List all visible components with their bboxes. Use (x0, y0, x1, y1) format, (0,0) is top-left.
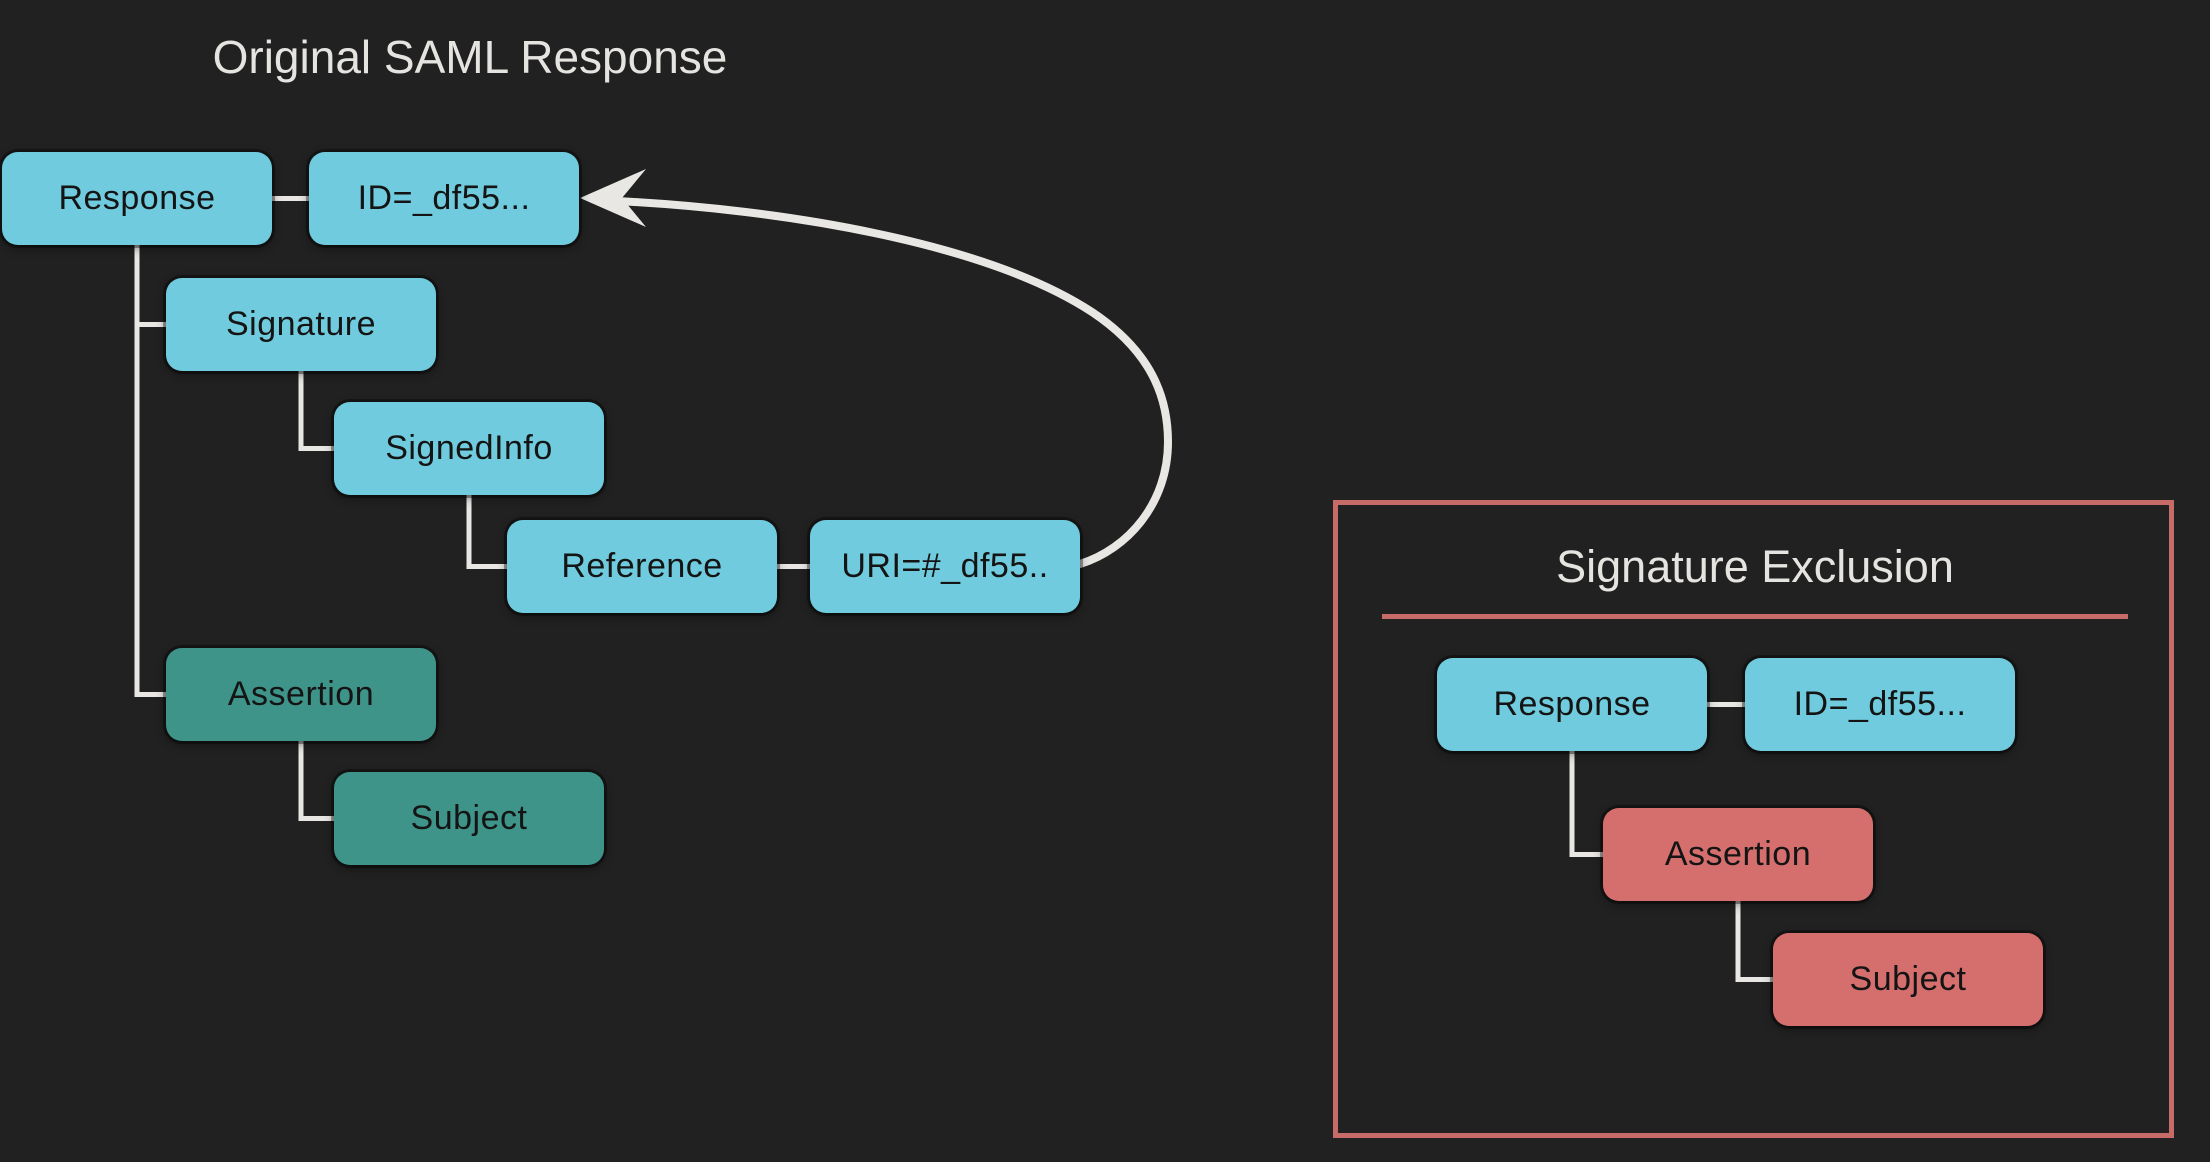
node-panel-subject: Subject (1773, 933, 2043, 1026)
left-diagram-title: Original SAML Response (212, 31, 728, 83)
edge-response-signature (134, 245, 166, 327)
node-signedinfo: SignedInfo (334, 402, 604, 495)
node-panel-assertion: Assertion (1603, 808, 1873, 901)
panel-title-underline (1382, 614, 2128, 619)
edge-signature-signedinfo (298, 371, 334, 451)
edge-signedinfo-reference (466, 495, 507, 569)
uri-to-id-arrow (612, 197, 1173, 568)
node-subject: Subject (334, 772, 604, 865)
node-assertion: Assertion (166, 648, 436, 741)
edge-response-assertion (134, 245, 166, 697)
panel-title: Signature Exclusion (1556, 541, 1954, 592)
node-id-attr: ID=_df55... (309, 152, 579, 245)
node-response: Response (2, 152, 272, 245)
edge-assertion-subject (298, 741, 334, 821)
node-panel-id-attr: ID=_df55... (1745, 658, 2015, 751)
node-panel-response: Response (1437, 658, 1707, 751)
arrow-head (580, 169, 646, 227)
node-reference: Reference (507, 520, 777, 613)
signature-exclusion-panel (1333, 500, 2174, 1138)
node-uri-attr: URI=#_df55.. (810, 520, 1080, 613)
node-signature: Signature (166, 278, 436, 371)
